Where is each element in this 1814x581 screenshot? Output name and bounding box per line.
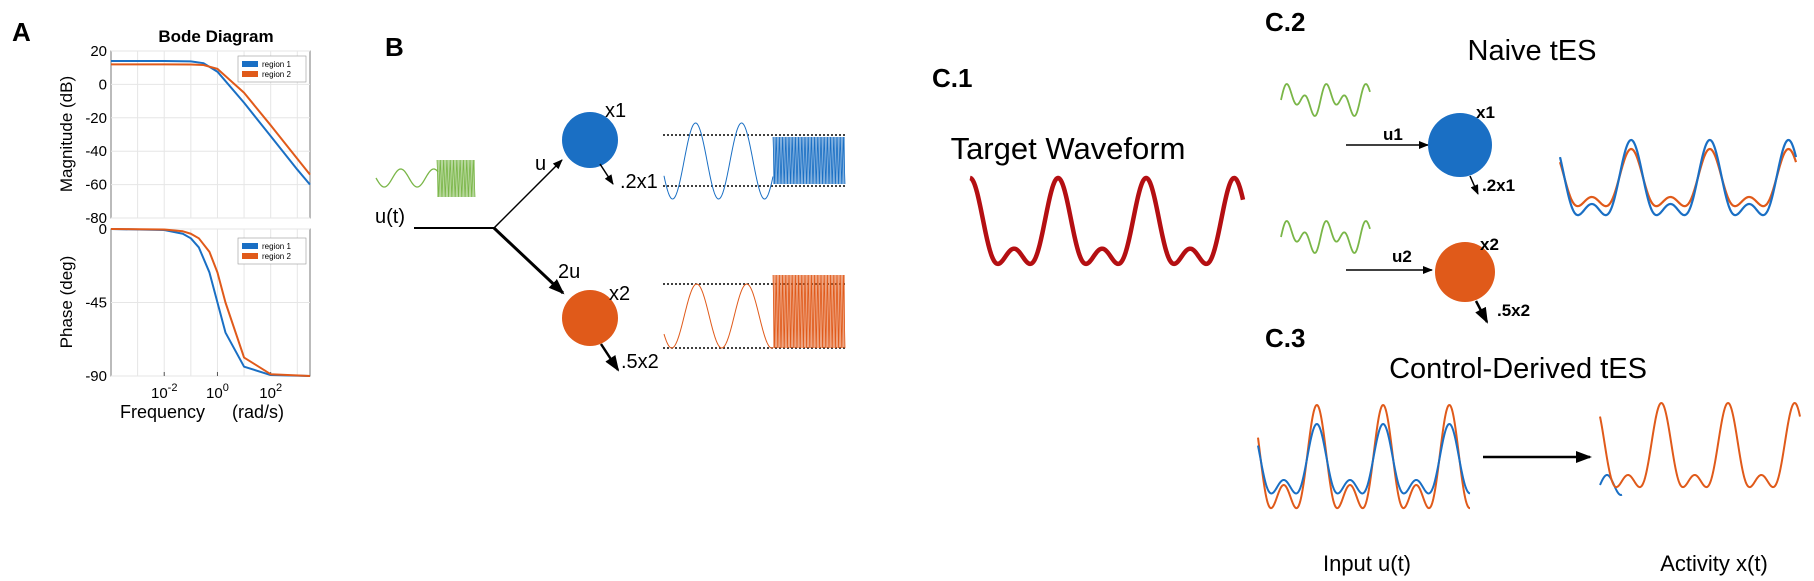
phase-legend: region 1 region 2 xyxy=(237,237,307,265)
c1-title: Target Waveform xyxy=(951,131,1186,166)
y-tick-label: 0 xyxy=(99,221,107,238)
phase-legend-box xyxy=(237,237,307,265)
series-line-region-2 xyxy=(111,63,311,176)
phase-plot: 0 -45 -90 10-2 100 102 Phase (deg) region 1 … xyxy=(57,221,311,422)
phase-lines xyxy=(110,228,311,377)
c2-u1-label: u1 xyxy=(1383,125,1403,144)
panel-b-letter: B xyxy=(385,32,404,62)
magnitude-legend: region 1 region 2 xyxy=(237,55,307,83)
y-tick-label: -40 xyxy=(85,143,107,160)
c2-u2-label: u2 xyxy=(1392,247,1412,266)
phase-y-ticks: 0 -45 -90 xyxy=(85,221,107,385)
magnitude-lines xyxy=(111,60,311,186)
y-tick-label: -45 xyxy=(85,295,107,312)
panel-a: A Bode Diagram 20 0 -20 -40 -60 -80 Magnitude… xyxy=(12,17,311,422)
b-decay-arrow-x1 xyxy=(599,163,614,185)
phase-legend-swatch-region-2 xyxy=(242,253,258,259)
y-tick-label: 20 xyxy=(90,43,107,60)
c2-node-x2 xyxy=(1435,242,1495,302)
series-line-region-1 xyxy=(111,60,311,186)
b-x1-slow-response xyxy=(663,122,774,200)
phase-legend-label-region-1: region 1 xyxy=(262,242,291,251)
b-input-label: u(t) xyxy=(375,206,405,228)
b-decay-x1-label: .2x1 xyxy=(620,171,658,193)
c2-node-x2-label: x2 xyxy=(1480,235,1499,254)
b-branch-2u-label: 2u xyxy=(558,261,580,283)
c2-node-x1-label: x1 xyxy=(1476,103,1495,122)
c2-region-1-output xyxy=(1558,138,1798,217)
b-input-fast-packet xyxy=(436,159,476,198)
panel-c2: C.2 Naive tES u1 u2 x1 x2 .2x1 .5x2 xyxy=(1265,7,1798,324)
y-tick-label: -90 xyxy=(85,368,107,385)
series-line-region-2 xyxy=(110,228,311,377)
b-decay-arrow-x2 xyxy=(599,343,620,372)
y-tick-label: -20 xyxy=(85,110,107,127)
panel-a-letter: A xyxy=(12,17,31,47)
c2-node-x1 xyxy=(1428,113,1492,177)
x-tick-label: 102 xyxy=(259,382,282,402)
b-node-x2 xyxy=(562,290,618,346)
y-tick-label: -60 xyxy=(85,177,107,194)
c2-region-2-output xyxy=(1558,147,1798,208)
y-tick-label: 0 xyxy=(99,76,107,93)
b-x2-slow-response xyxy=(663,283,774,349)
b-branch-u-label: u xyxy=(535,153,546,175)
c3-activity-region-2 xyxy=(1599,401,1801,489)
c3-title: Control-Derived tES xyxy=(1389,353,1647,385)
b-input-sine xyxy=(375,168,439,188)
magnitude-grid xyxy=(111,50,310,219)
x-tick-label: 100 xyxy=(206,382,229,402)
magnitude-plot: 20 0 -20 -40 -60 -80 Magnitude (dB) region 1 … xyxy=(57,43,311,227)
fast-oscillation-trace xyxy=(772,274,846,349)
c2-decay-arrow-x2 xyxy=(1474,300,1489,324)
c2-input-1-wave xyxy=(1280,83,1371,117)
c2-title: Naive tES xyxy=(1468,35,1597,67)
magnitude-legend-label-region-1: region 1 xyxy=(262,60,291,69)
magnitude-legend-swatch-region-2 xyxy=(242,71,258,77)
series-line-region-1 xyxy=(110,228,311,377)
c2-input-2-wave xyxy=(1280,220,1371,254)
frequency-unit-label: (rad/s) xyxy=(232,402,284,422)
b-node-x1-label: x1 xyxy=(605,100,626,122)
panel-c1-letter: C.1 xyxy=(932,63,972,93)
panel-c2-letter: C.2 xyxy=(1265,7,1305,37)
c3-input-region-1 xyxy=(1257,422,1471,495)
c3-activity-caption: Activity x(t) xyxy=(1660,551,1768,576)
magnitude-y-ticks: 20 0 -20 -40 -60 -80 xyxy=(85,43,107,227)
y-tick-label: -80 xyxy=(85,210,107,227)
magnitude-legend-label-region-2: region 2 xyxy=(262,70,291,79)
panel-c1: C.1 Target Waveform xyxy=(932,63,1246,267)
c2-decay-arrow-x1 xyxy=(1469,175,1479,195)
bode-title: Bode Diagram xyxy=(158,27,273,46)
frequency-label: Frequency xyxy=(120,402,205,422)
b-x1-fast-response xyxy=(772,136,846,185)
b-decay-x2-label: .5x2 xyxy=(621,351,659,373)
phase-legend-label-region-2: region 2 xyxy=(262,252,291,261)
magnitude-legend-box xyxy=(237,55,307,83)
magnitude-y-label: Magnitude (dB) xyxy=(57,76,76,192)
magnitude-legend-swatch-region-1 xyxy=(242,61,258,67)
phase-legend-swatch-region-1 xyxy=(242,243,258,249)
panel-b: B u(t) u 2u x1 x2 .2x1 .5x2 xyxy=(375,32,846,373)
x-tick-label: 10-2 xyxy=(151,382,177,402)
fast-oscillation-trace xyxy=(772,136,846,185)
panel-c3: C.3 Control-Derived tES Input u(t) Activ… xyxy=(1257,323,1801,576)
b-arrow-to-x2 xyxy=(492,226,565,295)
b-node-x2-label: x2 xyxy=(609,283,630,305)
b-arrow-to-x1 xyxy=(493,159,563,229)
phase-x-ticks: 10-2 100 102 xyxy=(151,372,282,402)
c2-decay-x2-label: .5x2 xyxy=(1497,301,1530,320)
b-x2-fast-response xyxy=(772,274,846,349)
b-node-x1 xyxy=(562,112,618,168)
phase-y-label: Phase (deg) xyxy=(57,256,76,349)
c1-target-waveform xyxy=(968,175,1246,267)
fast-oscillation-trace xyxy=(436,159,476,198)
c2-decay-x1-label: .2x1 xyxy=(1482,176,1515,195)
c3-input-region-2 xyxy=(1257,403,1471,510)
c3-input-caption: Input u(t) xyxy=(1323,551,1411,576)
panel-c3-letter: C.3 xyxy=(1265,323,1305,353)
